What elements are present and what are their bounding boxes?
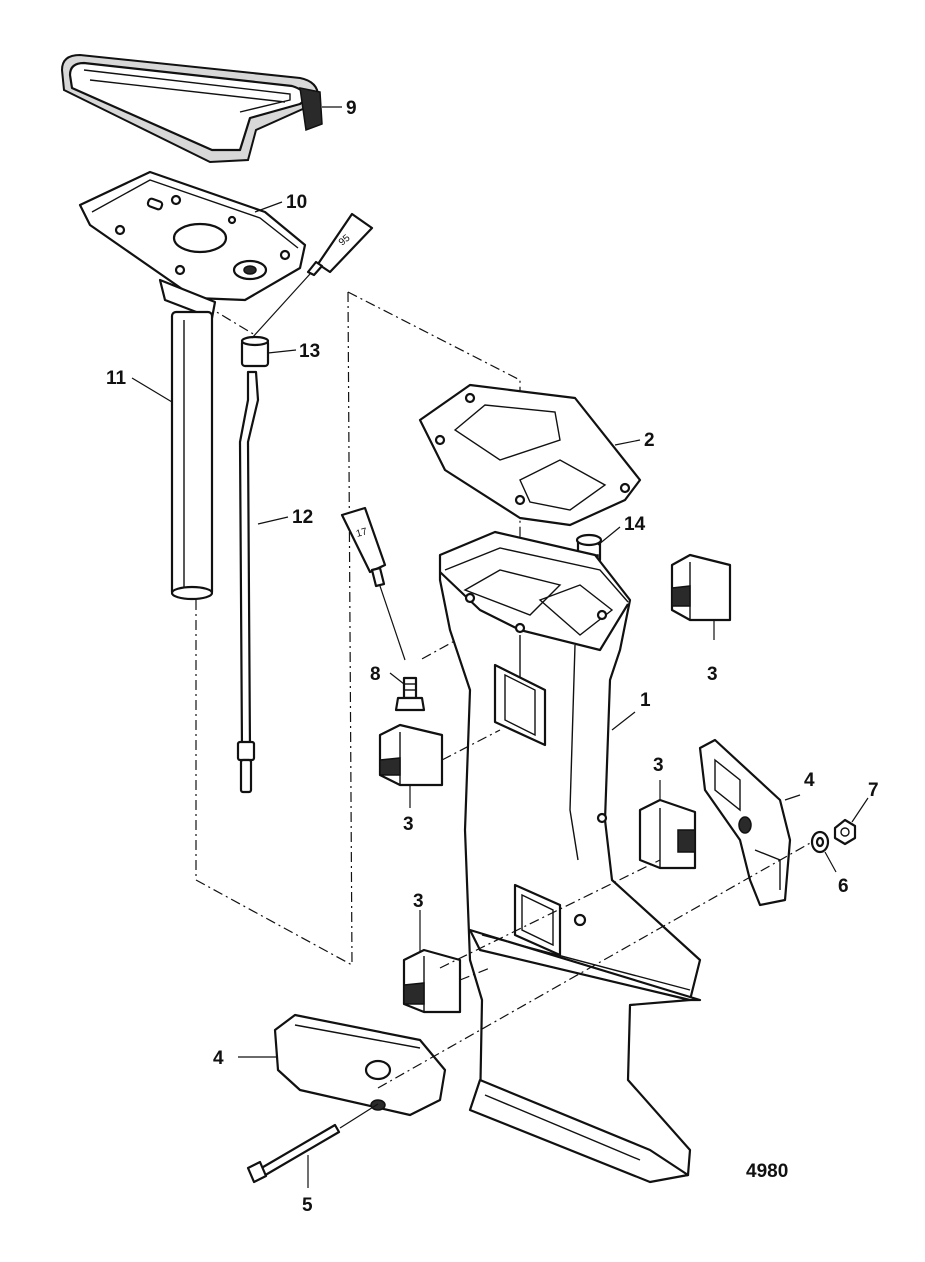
sealant-tube-17: 17 xyxy=(340,506,406,661)
callout-2: 2 xyxy=(644,430,655,451)
callout-numbers: 9 10 13 11 12 2 14 1 3 8 3 3 3 4 7 6 4 5 xyxy=(106,98,879,1216)
sealant-tube-95: 95 xyxy=(251,212,374,339)
callout-6: 6 xyxy=(838,876,849,897)
leader-lines xyxy=(131,106,869,1188)
cowl-seal-part xyxy=(60,53,323,164)
bolt-alignment-lines xyxy=(377,729,813,1089)
callout-3-upper-right: 3 xyxy=(707,664,718,685)
callout-7: 7 xyxy=(868,780,879,801)
washer-part xyxy=(810,830,830,854)
driveshaft-housing-part xyxy=(438,530,702,1184)
mount-block-center-right xyxy=(638,798,697,870)
callout-9: 9 xyxy=(346,98,357,119)
gasket-part xyxy=(418,383,642,527)
callout-3-left: 3 xyxy=(403,814,414,835)
callout-12: 12 xyxy=(292,507,313,528)
callout-4-lower: 4 xyxy=(213,1048,224,1069)
nut-part xyxy=(833,818,857,846)
callout-3-lower-left: 3 xyxy=(413,891,424,912)
figure-number: 4980 xyxy=(746,1161,788,1182)
callout-14: 14 xyxy=(624,514,646,535)
callout-10: 10 xyxy=(286,192,307,213)
adapter-plate-part xyxy=(78,170,307,320)
grommet-part xyxy=(240,335,270,368)
mount-block-left xyxy=(378,723,444,787)
callout-3-center-right: 3 xyxy=(653,755,664,776)
water-tube-part xyxy=(236,370,260,794)
screw-part xyxy=(394,676,426,712)
callout-11: 11 xyxy=(106,368,127,389)
bolt-part xyxy=(246,1103,379,1184)
callout-5: 5 xyxy=(302,1195,313,1216)
mount-bracket-lower xyxy=(273,1013,447,1117)
callout-1: 1 xyxy=(640,690,651,711)
callout-8: 8 xyxy=(370,664,381,685)
mount-bracket-right xyxy=(698,738,792,907)
callout-13: 13 xyxy=(299,341,320,362)
callout-4-right: 4 xyxy=(804,770,815,791)
mount-block-lower-left xyxy=(402,948,462,1014)
driveshaft-tube-part xyxy=(170,310,214,601)
mount-block-upper-right xyxy=(670,553,732,622)
tube-17-label: 17 xyxy=(355,526,369,540)
